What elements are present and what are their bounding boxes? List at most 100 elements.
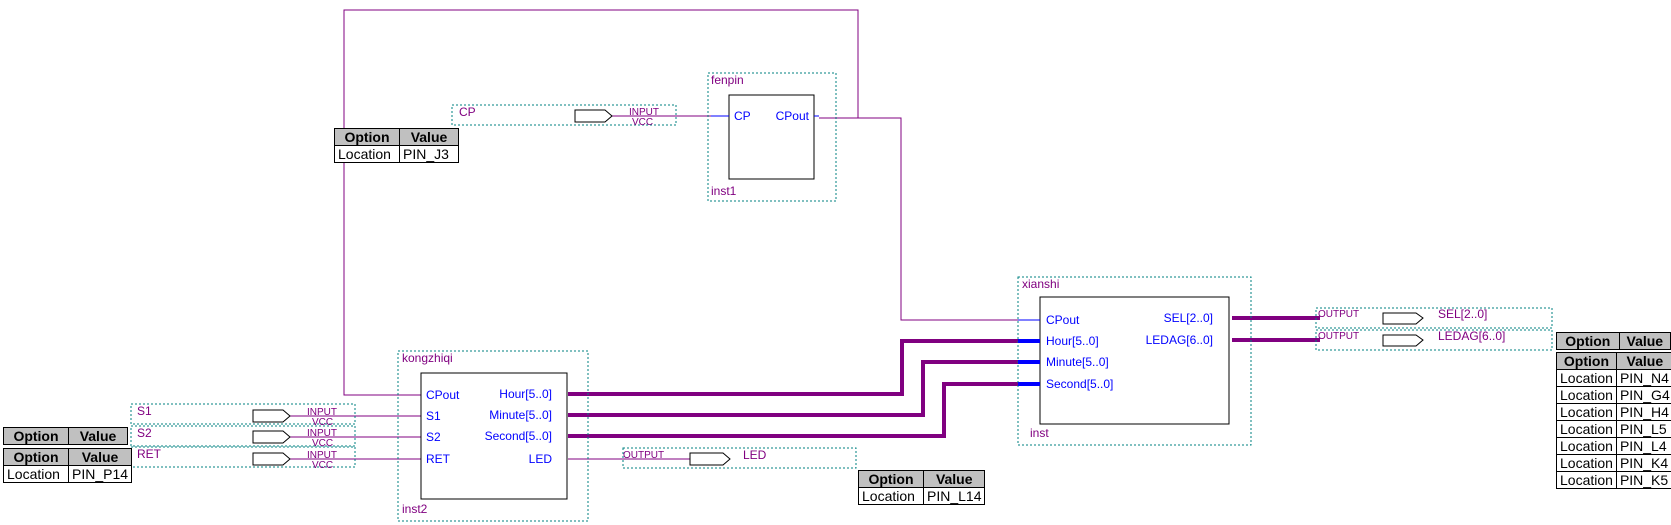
table-cell-value: PIN_P14 — [67, 465, 133, 483]
pin-s2-name: S2 — [137, 426, 152, 440]
xianshi-port-hour: Hour[5..0] — [1046, 334, 1099, 348]
fenpin-name: fenpin — [711, 73, 744, 87]
table-header-value: Value — [1618, 332, 1671, 350]
xianshi-port-cpout: CPout — [1046, 313, 1080, 327]
wire-fenpin-cpout-loop[interactable] — [343, 9, 859, 396]
table-cell-value: PIN_H4 — [1615, 403, 1671, 421]
fenpin-port-cpout: CPout — [776, 109, 810, 123]
frame-sel — [1315, 307, 1553, 329]
bus-second[interactable] — [568, 382, 1040, 438]
bus-minute[interactable] — [568, 360, 1040, 417]
xianshi-port-ledag: LEDAG[6..0] — [1146, 333, 1213, 347]
assignment-table-led[interactable]: Option Value Location PIN_L14 — [858, 470, 986, 505]
wire-fenpin-to-xianshi[interactable] — [819, 117, 1040, 321]
table-header-option: Option — [334, 128, 400, 146]
kongzhiqi-port-led: LED — [529, 452, 553, 466]
pin-symbol-sel[interactable] — [1382, 312, 1424, 325]
kongzhiqi-port-hour: Hour[5..0] — [499, 387, 552, 401]
pin-symbol-s1[interactable] — [252, 409, 291, 423]
table-cell-option: Location — [1556, 403, 1617, 421]
pin-cp-vcc: VCC — [632, 117, 653, 128]
wires — [287, 9, 1040, 460]
table-cell-option: Location — [1556, 437, 1617, 455]
frame-s2 — [130, 425, 356, 447]
xianshi-port-second: Second[5..0] — [1046, 377, 1113, 391]
bus-hour[interactable] — [568, 339, 1040, 396]
pin-ledag-type: OUTPUT — [1318, 331, 1359, 342]
table-cell-option: Location — [1556, 369, 1617, 387]
kongzhiqi-port-ret: RET — [426, 452, 451, 466]
table-cell-value: PIN_L5 — [1615, 420, 1671, 438]
pin-sel-type: OUTPUT — [1318, 309, 1359, 320]
pin-symbol-cp[interactable] — [574, 109, 613, 123]
frame-s1 — [130, 403, 356, 425]
pin-led-name: LED — [743, 448, 767, 462]
xianshi-name: xianshi — [1022, 277, 1059, 291]
pin-symbol-s2[interactable] — [252, 430, 291, 444]
kongzhiqi-port-minute: Minute[5..0] — [489, 408, 552, 422]
table-cell-value: PIN_N4 — [1615, 369, 1671, 387]
pin-symbol-led[interactable] — [689, 452, 731, 466]
kongzhiqi-name: kongzhiqi — [402, 351, 453, 365]
assignment-table-sel[interactable]: Option Value — [1556, 332, 1671, 350]
kongzhiqi-block[interactable] — [420, 372, 568, 500]
table-cell-option: Location — [1556, 454, 1617, 472]
xianshi-port-minute: Minute[5..0] — [1046, 355, 1109, 369]
pin-s2-vcc: VCC — [312, 438, 333, 449]
table-header-value: Value — [1615, 352, 1671, 370]
fenpin-block[interactable] — [728, 94, 815, 180]
table-header-value: Value — [67, 448, 133, 466]
frame-led — [622, 447, 857, 469]
table-cell-value: PIN_L4 — [1615, 437, 1671, 455]
pin-symbols — [252, 109, 1424, 466]
xianshi-instance: inst — [1030, 426, 1049, 440]
table-cell-value: PIN_K5 — [1615, 471, 1671, 489]
table-header-option: Option — [858, 470, 924, 488]
table-header-value: Value — [399, 128, 459, 146]
pin-s2-type: INPUT — [307, 428, 337, 439]
fenpin-instance: inst1 — [711, 184, 737, 198]
kongzhiqi-port-s2: S2 — [426, 430, 441, 444]
frame-fenpin — [707, 72, 837, 202]
labels: fenpin inst1 CP CPout kongzhiqi inst2 CP… — [137, 73, 1505, 516]
table-cell-value: PIN_K4 — [1615, 454, 1671, 472]
pin-ret-vcc: VCC — [312, 460, 333, 471]
xianshi-port-sel: SEL[2..0] — [1164, 311, 1213, 325]
kongzhiqi-port-second: Second[5..0] — [485, 429, 552, 443]
table-cell-value: PIN_L14 — [922, 487, 986, 505]
frame-cp — [451, 104, 677, 126]
assignment-table-s2[interactable]: Option Value — [3, 427, 128, 445]
fenpin-port-cp: CP — [734, 109, 751, 123]
pin-frames — [130, 72, 1553, 522]
table-cell-value: PIN_J3 — [399, 145, 459, 163]
table-header-option: Option — [3, 448, 69, 466]
pin-s1-name: S1 — [137, 404, 152, 418]
xianshi-block[interactable] — [1039, 296, 1230, 425]
table-cell-option: Location — [1556, 386, 1617, 404]
table-cell-option: Location — [858, 487, 924, 505]
table-cell-option: Location — [3, 465, 69, 483]
kongzhiqi-port-s1: S1 — [426, 409, 441, 423]
table-cell-option: Location — [334, 145, 400, 163]
assignment-table-ret[interactable]: Option Value Location PIN_P14 — [3, 448, 133, 483]
kongzhiqi-port-cpout: CPout — [426, 388, 460, 402]
pin-cp-type: INPUT — [629, 107, 659, 118]
table-header-value: Value — [68, 427, 128, 445]
assignment-table-cp[interactable]: Option Value Location PIN_J3 — [334, 128, 459, 163]
table-header-option: Option — [1556, 332, 1620, 350]
pin-symbol-ret[interactable] — [252, 452, 291, 466]
pin-ledag-name: LEDAG[6..0] — [1438, 329, 1505, 343]
table-header-value: Value — [922, 470, 986, 488]
pin-sel-name: SEL[2..0] — [1438, 307, 1487, 321]
pin-symbol-ledag[interactable] — [1382, 334, 1424, 347]
pin-ret-name: RET — [137, 447, 162, 461]
kongzhiqi-instance: inst2 — [402, 502, 428, 516]
frame-ledag — [1315, 329, 1553, 351]
